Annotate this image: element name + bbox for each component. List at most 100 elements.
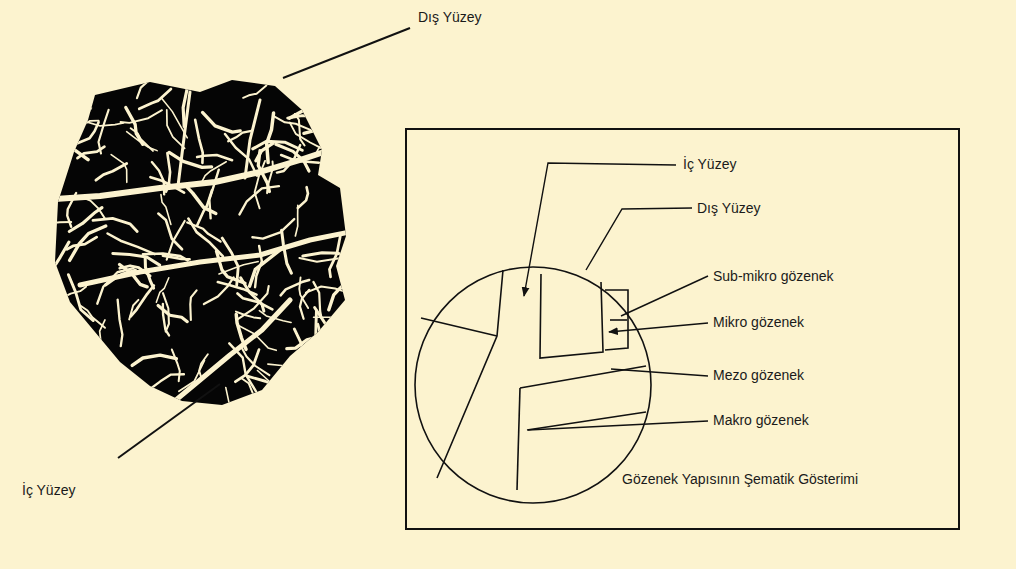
crack xyxy=(156,278,168,302)
crack xyxy=(170,300,290,405)
crack xyxy=(240,186,279,214)
leader-line xyxy=(118,384,220,458)
crack xyxy=(250,250,281,286)
part-label: Mikro gözenek xyxy=(713,314,804,331)
crack xyxy=(195,120,203,163)
crack xyxy=(68,352,107,358)
crack xyxy=(80,232,350,285)
crack xyxy=(295,114,305,146)
part-label: Dış Yüzey xyxy=(697,200,761,217)
crack xyxy=(53,296,79,316)
crack xyxy=(49,242,69,282)
crack xyxy=(38,146,66,157)
crack xyxy=(295,205,297,236)
crack xyxy=(167,110,185,149)
crack xyxy=(98,110,108,154)
crack xyxy=(255,161,265,209)
crack xyxy=(118,300,123,346)
caption-text: Gözenek Yapısının Şematik Gösterimi xyxy=(622,471,858,488)
part-label: Dış Yüzey xyxy=(418,9,482,26)
crack xyxy=(299,277,308,308)
part-label: Sub-mikro gözenek xyxy=(713,268,834,285)
crack xyxy=(45,130,72,144)
crack xyxy=(252,219,294,238)
crack xyxy=(137,71,165,99)
crack xyxy=(298,187,308,208)
crack xyxy=(126,107,143,144)
pore-wall xyxy=(437,270,503,478)
crack xyxy=(167,221,185,260)
crack xyxy=(281,155,319,163)
crack xyxy=(70,226,106,260)
crack xyxy=(328,104,346,124)
crack xyxy=(243,85,266,97)
part-label: İç Yüzey xyxy=(22,482,75,499)
part-label: İç Yüzey xyxy=(683,156,736,173)
crack xyxy=(300,290,309,319)
crack xyxy=(209,170,218,219)
crack xyxy=(91,346,95,385)
crack xyxy=(108,233,155,254)
schematic-frame: Gözenek Yapısının Şematik Gösterimi xyxy=(405,128,960,530)
crack xyxy=(345,401,359,438)
crack xyxy=(34,222,71,227)
crack xyxy=(163,304,169,335)
crack xyxy=(172,350,180,382)
crack xyxy=(304,112,334,134)
crack xyxy=(58,325,76,343)
crack xyxy=(287,336,321,348)
crack xyxy=(145,374,184,393)
leader-line xyxy=(528,421,708,430)
part-label: Makro gözenek xyxy=(713,412,809,429)
crack xyxy=(30,87,61,106)
pore-wall xyxy=(520,366,646,388)
pore-wall xyxy=(610,319,627,321)
crack xyxy=(241,278,264,311)
crack xyxy=(201,162,226,184)
crack xyxy=(315,131,334,155)
crack xyxy=(307,344,314,382)
crack xyxy=(226,387,232,433)
pore-wall xyxy=(540,274,603,358)
crack xyxy=(294,329,304,371)
crack xyxy=(229,343,256,391)
crack xyxy=(150,177,184,192)
crack xyxy=(290,123,322,149)
crack xyxy=(295,345,335,376)
leader-line xyxy=(283,28,410,78)
crack xyxy=(169,152,212,167)
crack xyxy=(279,375,315,385)
crack xyxy=(303,253,349,258)
crack xyxy=(139,89,171,109)
crack xyxy=(73,122,99,145)
crack xyxy=(259,311,291,323)
crack xyxy=(87,122,124,126)
crack xyxy=(323,342,353,385)
crack xyxy=(54,139,88,159)
leader-line xyxy=(611,369,708,376)
crack xyxy=(329,237,340,277)
crack xyxy=(282,230,292,273)
crack xyxy=(242,378,256,405)
crack xyxy=(257,371,289,398)
crack xyxy=(267,113,274,163)
crack xyxy=(199,354,208,378)
pore-wall xyxy=(421,318,497,336)
crack xyxy=(253,141,303,150)
crack xyxy=(276,144,309,171)
crack xyxy=(113,254,160,266)
crack xyxy=(308,105,337,134)
crack xyxy=(190,290,196,320)
crack xyxy=(129,300,138,320)
crack xyxy=(93,218,137,231)
pore-wall xyxy=(605,290,628,350)
crack xyxy=(131,285,154,316)
crack xyxy=(236,314,246,349)
crack xyxy=(328,339,345,362)
crack xyxy=(299,256,352,261)
crack xyxy=(334,334,345,372)
crack xyxy=(314,317,344,321)
leader-line xyxy=(586,208,692,270)
